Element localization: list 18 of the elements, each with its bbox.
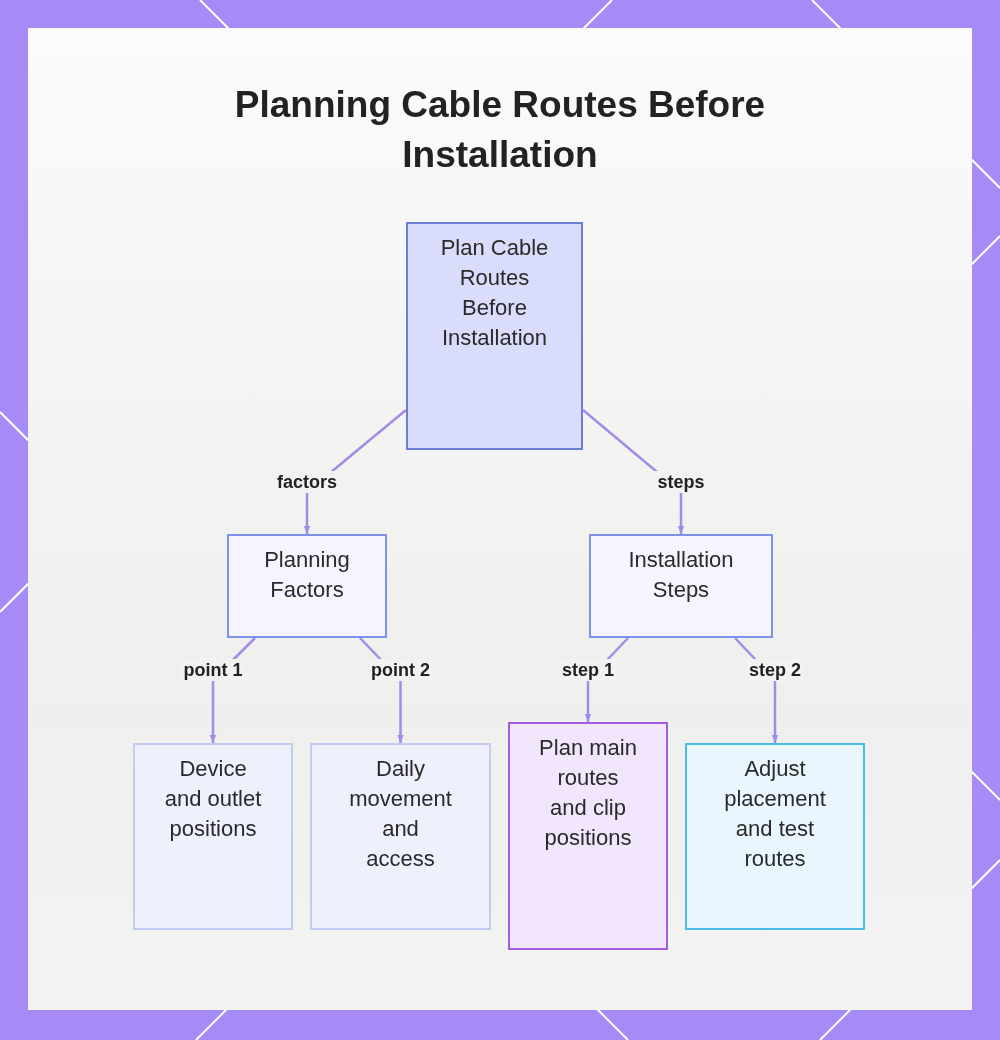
node-label: Plan main routes and clip positions [538, 734, 638, 852]
node-label: Planning Factors [263, 546, 351, 604]
node-label: Adjust placement and test routes [723, 755, 827, 873]
item-box [508, 722, 668, 950]
topic-box [406, 222, 583, 450]
category-box [227, 534, 387, 638]
edge-label: step 2 [746, 659, 804, 681]
node-label: Device and outlet positions [163, 755, 263, 843]
category-box [589, 534, 773, 638]
edge-label: factors [274, 471, 340, 493]
node-label: Plan Cable Routes Before Installation [439, 234, 550, 352]
diagram-title: Planning Cable Routes Before Installation [233, 83, 767, 177]
node-label: Daily movement and access [348, 755, 453, 873]
item-box [310, 743, 491, 930]
item-box [685, 743, 865, 930]
node-label: Installation Steps [627, 546, 735, 604]
item-box [133, 743, 293, 930]
edge-label: step 1 [559, 659, 617, 681]
